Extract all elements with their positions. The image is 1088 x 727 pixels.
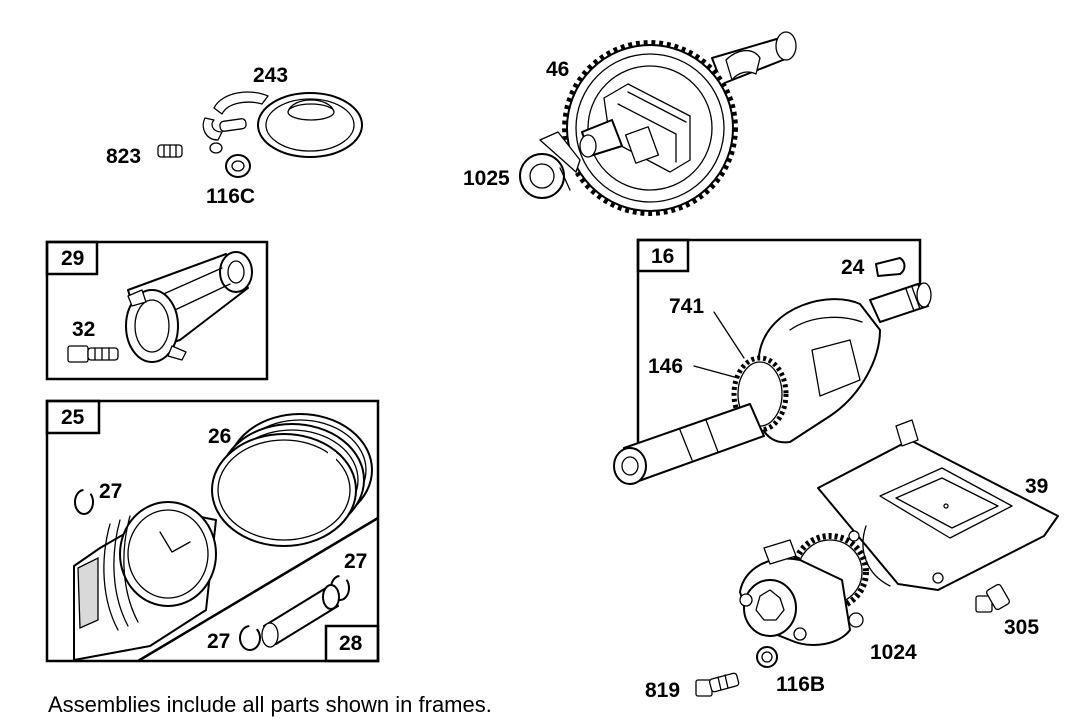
part-1024-oil-pump <box>739 533 869 646</box>
part-26-piston-rings <box>211 413 373 547</box>
label-819: 819 <box>645 679 680 702</box>
label-32: 32 <box>72 318 95 341</box>
part-243-governor-cup <box>202 91 363 158</box>
label-27-bottom: 27 <box>207 630 230 653</box>
part-16-crankshaft <box>613 282 932 485</box>
label-46: 46 <box>546 58 569 81</box>
part-32-rod-bolt <box>67 345 119 363</box>
label-24: 24 <box>841 256 865 279</box>
part-819-bolt <box>695 672 740 697</box>
frame-16 <box>636 238 922 455</box>
label-741: 741 <box>669 295 704 318</box>
label-28: 28 <box>339 632 363 655</box>
frame-28-divider <box>137 516 379 663</box>
part-28-piston-pin <box>261 584 340 648</box>
label-116B: 116B <box>776 673 825 696</box>
leader-lines-741-146 <box>693 311 745 379</box>
frame-29-tag <box>45 240 99 276</box>
part-46-cam-gear <box>562 31 797 216</box>
part-27-retainer-ring-bottom <box>239 625 261 651</box>
part-116B-washer <box>756 646 778 668</box>
label-146: 146 <box>648 355 683 378</box>
frame-25-tag <box>45 399 101 435</box>
assemblies-caption: Assemblies include all parts shown in fr… <box>48 692 492 717</box>
label-29: 29 <box>61 247 84 270</box>
part-39-cover-plate <box>817 419 1059 591</box>
part-24-key <box>875 257 906 277</box>
label-823: 823 <box>106 145 141 168</box>
part-1025-compression-release <box>519 131 581 199</box>
label-305: 305 <box>1004 616 1039 639</box>
label-116C: 116C <box>206 185 255 208</box>
label-25: 25 <box>61 406 85 429</box>
part-25-piston <box>73 501 217 661</box>
part-823-screw <box>157 144 183 158</box>
part-305-bolt <box>975 583 1010 613</box>
label-1024: 1024 <box>870 641 917 664</box>
label-27-top: 27 <box>99 480 122 503</box>
label-16: 16 <box>651 245 674 268</box>
label-243: 243 <box>253 64 288 87</box>
label-39: 39 <box>1025 475 1048 498</box>
frame-25 <box>45 399 380 663</box>
label-1025: 1025 <box>463 167 510 190</box>
frame-28-tag <box>324 624 380 663</box>
part-29-connecting-rod <box>125 251 253 363</box>
label-26: 26 <box>208 425 231 448</box>
part-27-retainer-ring-top <box>74 489 94 515</box>
label-27-right: 27 <box>344 550 367 573</box>
frame-29 <box>45 240 269 381</box>
part-116C-washer <box>225 154 251 178</box>
frame-16-tag <box>636 238 690 273</box>
